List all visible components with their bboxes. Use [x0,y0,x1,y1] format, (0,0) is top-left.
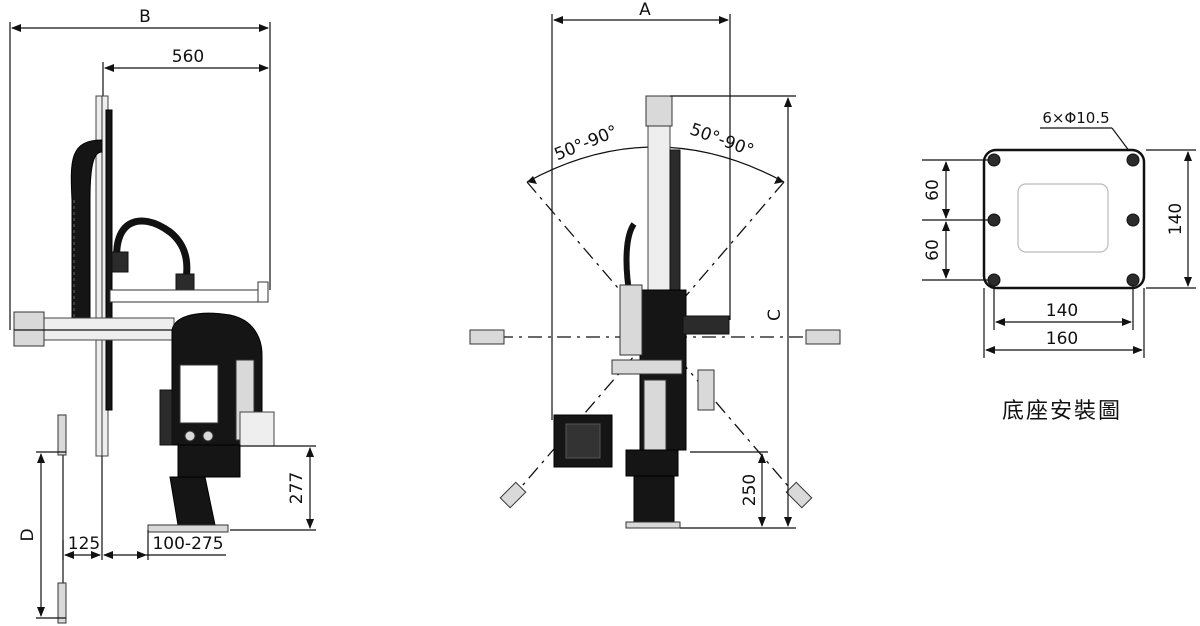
dim-140-width-label: 140 [1046,301,1078,321]
dim-60-bottom-label: 60 [923,239,943,261]
base-plate-outline [982,148,1146,290]
base-plate-title: 底座安裝圖 [1002,399,1122,424]
front-valve-block [619,284,643,356]
mount-hole-3 [987,213,1001,227]
front-pedestal [633,475,675,525]
hose-connector-right [175,273,195,293]
dim-60-top-label: 60 [923,179,943,201]
gripper-lower [57,582,67,624]
pedestal-base [147,524,229,533]
mount-hole-5 [987,273,1001,287]
dim-125-label: 125 [68,534,100,554]
gearbox-block [177,444,241,478]
hose-connector-left [111,251,129,273]
gripper-right [805,329,841,345]
front-filter [697,369,715,411]
hole-spec-label: 6×Φ10.5 [1042,109,1109,127]
cable-hose [113,217,191,286]
gripper-lower-right [785,481,813,509]
gripper-left [469,329,505,345]
base-plate-view: 6×Φ10.5 60 60 140 140 16 [922,109,1196,424]
gripper-lower-left [499,481,527,509]
front-gripper-body [643,379,667,451]
side-view: B 560 [9,7,316,624]
front-gearbox [625,449,679,477]
dim-160-width-label: 160 [1046,329,1078,349]
dim-a-label: A [639,0,651,20]
control-box-vent [565,423,601,459]
gripper-upper [57,414,67,456]
mount-hole-6 [1126,273,1140,287]
front-arm-stub [682,315,730,335]
support-frame [109,289,269,303]
bolt-1 [184,430,196,442]
column-top-cap [645,95,673,127]
pedestal-column [169,476,216,526]
beam-rail [105,109,113,411]
angle-right-label: 50°-90° [687,120,756,162]
side-plate [239,411,275,447]
dim-c-label: C [765,309,785,321]
bolt-2 [202,430,214,442]
mount-hole-1 [987,153,1001,167]
base-plate-recess [1017,183,1109,253]
mount-hole-4 [1126,213,1140,227]
mount-hole-2 [1126,153,1140,167]
column-chain [669,149,681,291]
arc-arrow-right [774,176,784,184]
front-arm-bracket [611,359,683,375]
dim-100-275-label: 100-275 [152,534,223,554]
angle-left-label: 50°-90° [552,122,621,165]
dim-560-label: 560 [172,47,204,67]
dim-277-label: 277 [287,472,307,504]
pneumatic-cylinder [159,389,173,446]
arc-arrow-left [527,176,537,184]
front-pedestal-base [625,521,681,529]
dim-250-label: 250 [740,474,760,506]
dim-b-label: B [139,7,151,27]
arm-end-gripper [13,311,45,347]
body-panel [179,364,219,424]
front-view: A 50°-90° 50°-90° C [469,0,841,529]
frame-endcap [257,281,269,303]
dim-140-height-label: 140 [1166,203,1186,235]
dim-d-label: D [18,528,38,541]
